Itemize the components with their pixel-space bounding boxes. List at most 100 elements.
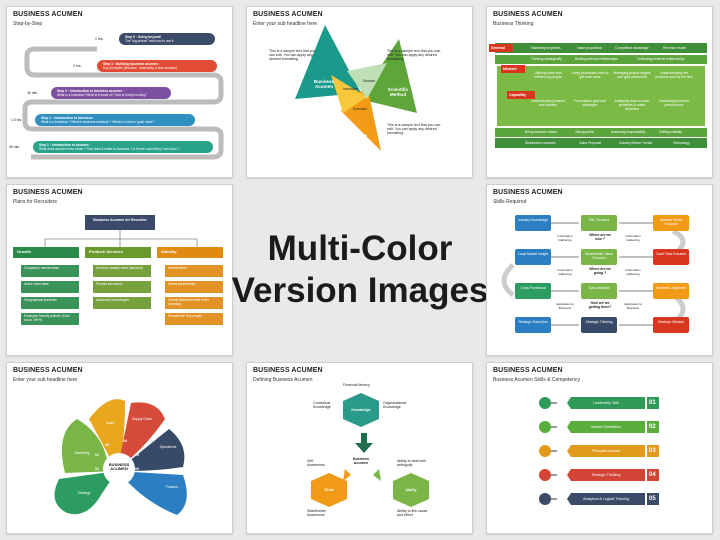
step-time: 1.5 hrs. — [11, 118, 23, 122]
slide-step-by-step[interactable]: BUSINESS ACUMEN Step-by-Step 1 hrs.Step … — [6, 6, 233, 178]
sample-text-left: This is a sample text that you can edit.… — [269, 49, 316, 62]
bottom-item: Getting visibility — [659, 130, 682, 134]
caption-line-1: Multi-Color — [267, 229, 453, 268]
skill-label: Financial Acumen — [591, 449, 621, 453]
skill-node[interactable]: Data Analysis — [581, 283, 617, 299]
bottom2-item: Technology — [673, 141, 690, 145]
step-bar[interactable]: Step 1 : Introduction to acumen :What do… — [33, 141, 213, 153]
column-head-label: Growth — [17, 249, 31, 254]
label-organisational-knowledge: Organisational Knowledge — [383, 401, 407, 410]
column-head: Product/ Services — [85, 247, 151, 258]
skill-number-box: 01 — [647, 397, 659, 409]
slide-petal-wheel[interactable]: BUSINESS ACUMEN Enter your sub headline … — [6, 362, 233, 534]
label-business-acumen: Business Acumen — [313, 79, 335, 90]
slide-triangles[interactable]: BUSINESS ACUMEN Enter your sub headline … — [246, 6, 473, 178]
skill-label: Strategic Thinking — [591, 473, 621, 477]
slide-subtitle: Defining Business Acumen — [253, 377, 313, 383]
column-item-label: Infrastructure — [168, 266, 187, 270]
slide-subtitle: Enter your sub headline here — [13, 377, 78, 383]
step-bar[interactable]: Step 5 : Going beyond!The" big picture" … — [119, 33, 215, 45]
skill-number: 02 — [649, 424, 656, 430]
label-execution: Execution — [353, 107, 367, 111]
column-item-label: Overall financial health of the company — [168, 298, 210, 306]
step-desc: What is a business? What is it made of? … — [57, 93, 147, 97]
acumen-diagram — [311, 393, 429, 507]
column-item: Active client base — [21, 281, 79, 293]
skill-node[interactable]: Shareholder Value Focused — [581, 249, 617, 265]
skill-node[interactable]: Local Market Insight — [515, 249, 551, 265]
column-head: Stability — [157, 247, 223, 258]
label-creative-thinking: Creative Thinking — [348, 133, 368, 144]
label-knowledge: Knowledge — [351, 408, 371, 412]
skill-bar[interactable]: Market Orientation — [567, 421, 645, 433]
skill-label: Market Orientation — [591, 425, 621, 429]
skill-node-label: Balance Sheet Focused — [659, 218, 683, 227]
step-bar[interactable]: Step 3 : Introduction to business acumen… — [51, 87, 171, 99]
label-innovation: Innovation — [343, 87, 358, 91]
column-head-label: Stability — [161, 249, 177, 254]
capability-cell: Utilizing team and influencing people — [534, 71, 562, 80]
capability-cell: Analyzing data to solve problems & make … — [614, 99, 650, 112]
skill-node[interactable]: Strategic Thinking — [581, 317, 617, 333]
label-ambiguity: Ability to deal with ambiguity — [397, 459, 426, 468]
skill-bar[interactable]: Financial Acumen — [567, 445, 645, 457]
skill-node-label: Shareholder Value Focused — [585, 252, 613, 261]
slide-title: BUSINESS ACUMEN — [493, 189, 563, 196]
skill-node-label: P&L Focused — [588, 218, 610, 222]
slide-defining[interactable]: BUSINESS ACUMEN Defining Business Acumen… — [246, 362, 473, 534]
skill-node[interactable]: Business Judgment — [653, 283, 689, 299]
capability-cell: Understanding the products sold by the f… — [655, 71, 693, 80]
skill-number-box: 05 — [647, 493, 659, 505]
slide-title: BUSINESS ACUMEN — [253, 11, 323, 18]
skill-node[interactable]: Balance Sheet Focused — [653, 215, 689, 231]
skill-node[interactable]: Strategic Execution — [515, 317, 551, 333]
petal-label: Sales — [105, 421, 115, 425]
step-title: Step 2 : Introduction to business: — [41, 115, 94, 120]
step-time: 2 hrs. — [73, 64, 82, 68]
column-head: Growth — [13, 247, 79, 258]
step-time: 45 min. — [9, 145, 21, 149]
label-skills: Skills — [324, 488, 334, 492]
slide-business-thinking[interactable]: BUSINESS ACUMEN Business Thinking Extern… — [486, 6, 713, 178]
petal-label: Finance — [165, 485, 179, 489]
skill-bar[interactable]: Analytical & Logical Thinking — [567, 493, 645, 505]
column-head-label: Product/ Services — [89, 249, 123, 254]
label-financial-literacy: Financial literacy — [343, 383, 370, 387]
slide-competency[interactable]: BUSINESS ACUMEN Business Acumen Skills &… — [486, 362, 713, 534]
skill-number: 04 — [649, 472, 656, 478]
skill-node[interactable]: Industry Knowledge — [515, 215, 551, 231]
column-item: Employee friendly policies (Total hours,… — [21, 313, 79, 325]
slide-title: BUSINESS ACUMEN — [13, 11, 83, 18]
skill-bar[interactable]: Strategic Thinking — [567, 469, 645, 481]
capability-cell: Using processes used to get work done — [571, 71, 609, 80]
petal-label: Supply Chain — [131, 417, 153, 421]
step-title: Step 4 : Building business acumen : — [103, 61, 160, 66]
gathering-label: Information Gathering — [557, 268, 573, 277]
skill-number-box: 04 — [647, 469, 659, 481]
skill-node[interactable]: Cash Flow Focused — [653, 249, 689, 265]
external-item: Revenue model — [663, 46, 687, 50]
slide-title: BUSINESS ACUMEN — [13, 189, 83, 196]
column-item: Overall financial health of the company — [165, 297, 223, 309]
skill-bar[interactable]: Leadership Skill — [567, 397, 645, 409]
slide-recruiters[interactable]: BUSINESS ACUMEN Plans for Recruiters Bus… — [6, 184, 233, 356]
step-title: Step 1 : Introduction to acumen : — [39, 142, 91, 147]
slide-title: BUSINESS ACUMEN — [253, 367, 323, 374]
slide-subtitle: Business Acumen Skills & Competency — [493, 377, 580, 383]
column-item-label: Promotions/ Key people — [168, 314, 202, 318]
step-desc: What does acumen even mean ? How does it… — [39, 147, 180, 151]
slide-skills-required[interactable]: BUSINESS ACUMEN Skills Required Industry… — [486, 184, 713, 356]
petal-number: 04 — [123, 439, 127, 443]
step-bar[interactable]: Step 2 : Introduction to business:What i… — [35, 114, 195, 126]
column-item: Product innovation — [93, 281, 151, 293]
skill-node[interactable]: Strategic Mindset — [653, 317, 689, 333]
slide-subtitle: Plans for Recruiters — [13, 199, 57, 205]
column-item-label: Product innovation — [96, 282, 123, 286]
mindset-item: Thinking strategically — [531, 57, 562, 61]
label-stakeholder-awareness: Stakeholder Awareness — [307, 509, 327, 518]
step-bar[interactable]: Step 4 : Building business acumen :Key p… — [97, 60, 217, 72]
column-item: Infrastructure — [165, 265, 223, 277]
step-desc: What is a business ? What is business st… — [41, 120, 155, 124]
skill-node[interactable]: Cross Functional — [515, 283, 551, 299]
skill-node[interactable]: P&L Focused — [581, 215, 617, 231]
